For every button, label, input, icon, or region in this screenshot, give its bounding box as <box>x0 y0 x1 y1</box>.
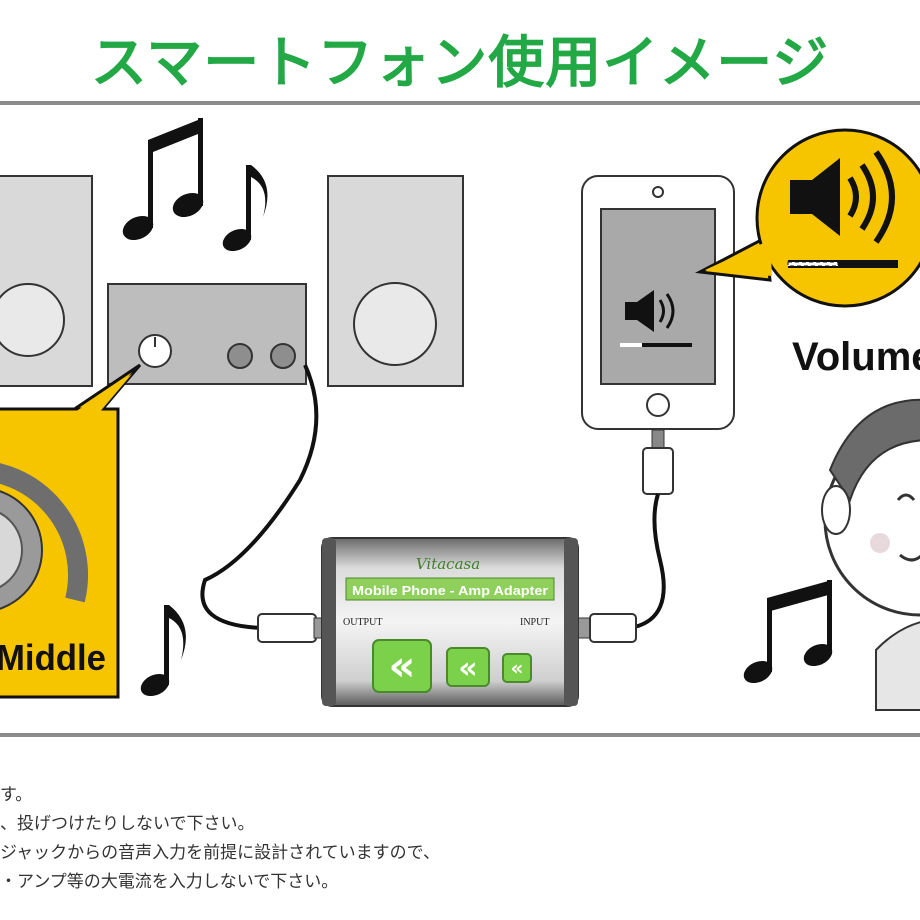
adapter-arrow-medium <box>446 647 490 687</box>
note-line: す。 <box>0 785 33 805</box>
adapter-output-label: OUTPUT <box>343 617 382 628</box>
smartphone <box>581 175 735 430</box>
phone-plug-connector <box>642 429 674 495</box>
phone-volume-callout <box>694 128 920 308</box>
adapter-output-plug <box>257 613 329 643</box>
amplifier <box>107 283 307 385</box>
smartphone-screen <box>600 208 716 385</box>
right-speaker <box>327 175 464 387</box>
home-button <box>646 393 670 417</box>
adapter-arrow-glyph-small: « <box>511 656 524 680</box>
page-title: スマートフォン使用イメージ <box>90 31 830 96</box>
phone-callout-label: Volume <box>792 335 920 379</box>
speaker-volume-icon-small <box>620 290 692 347</box>
amp-volume-callout <box>0 363 142 699</box>
caution-notes: す。 、投げつけたりしないで下さい。 ジャックからの音声入力を前提に設計されてい… <box>0 780 920 896</box>
adapter-name: Mobile Phone - Amp Adapter <box>352 583 548 598</box>
music-note-icon-top-single <box>222 165 268 252</box>
amp-callout-label: Middle <box>0 637 106 678</box>
smiling-person-illustration <box>821 398 920 711</box>
music-note-icon-left-single <box>140 605 186 697</box>
adapter-arrow-glyph-medium: « <box>458 651 477 686</box>
mobile-phone-amp-adapter <box>321 537 579 707</box>
adapter-input-label: INPUT <box>520 617 549 628</box>
adapter-arrow-small <box>502 653 532 683</box>
adapter-arrow-large <box>372 639 432 693</box>
adapter-brand: Vitacasa <box>416 555 480 573</box>
note-line: 、投げつけたりしないで下さい。 <box>0 814 255 834</box>
adapter-input-plug <box>577 613 637 643</box>
amp-volume-knob <box>138 334 172 368</box>
left-speaker <box>0 175 93 387</box>
music-note-icon-right-double <box>743 580 833 684</box>
note-line: ・アンプ等の大電流を入力しないで下さい。 <box>0 872 339 892</box>
phone-to-adapter-cable <box>629 493 666 630</box>
amp-to-adapter-cable <box>200 364 319 630</box>
note-line: ジャックからの音声入力を前提に設計されていますので、 <box>0 843 440 863</box>
adapter-arrow-glyph-large: « <box>388 641 415 690</box>
music-note-icon-top-double <box>122 118 204 241</box>
